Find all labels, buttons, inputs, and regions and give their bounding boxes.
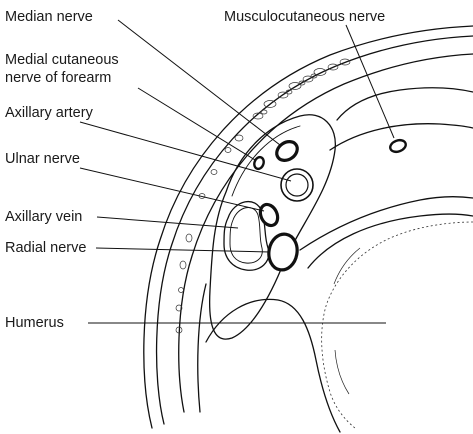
median-nerve-shape (273, 138, 301, 165)
label-medial-cutaneous-line2: nerve of forearm (5, 70, 111, 86)
leader-lines (80, 20, 394, 323)
label-ulnar-nerve: Ulnar nerve (5, 151, 80, 167)
label-median-nerve: Median nerve (5, 9, 93, 25)
leader-ulnar-nerve (80, 168, 264, 211)
label-axillary-vein: Axillary vein (5, 209, 82, 225)
fascia (198, 88, 473, 432)
humerus-bone (308, 214, 473, 428)
radial-nerve-shape (266, 232, 300, 272)
leader-radial-nerve (96, 248, 270, 252)
label-musculocutaneous-nerve: Musculocutaneous nerve (224, 9, 385, 25)
label-humerus: Humerus (5, 315, 64, 331)
label-axillary-artery: Axillary artery (5, 105, 94, 121)
fat-lobules (176, 59, 350, 333)
leader-medial-cutaneous (138, 88, 255, 160)
label-radial-nerve: Radial nerve (5, 240, 86, 256)
leader-median-nerve (118, 20, 280, 145)
labels: Median nerve Musculocutaneous nerve Medi… (5, 9, 385, 331)
ulnar-nerve-shape (257, 202, 281, 229)
medial-cutaneous-nerve-shape (253, 156, 266, 170)
musculocutaneous-nerve-shape (389, 138, 408, 154)
label-medial-cutaneous-line1: Medial cutaneous (5, 52, 119, 68)
